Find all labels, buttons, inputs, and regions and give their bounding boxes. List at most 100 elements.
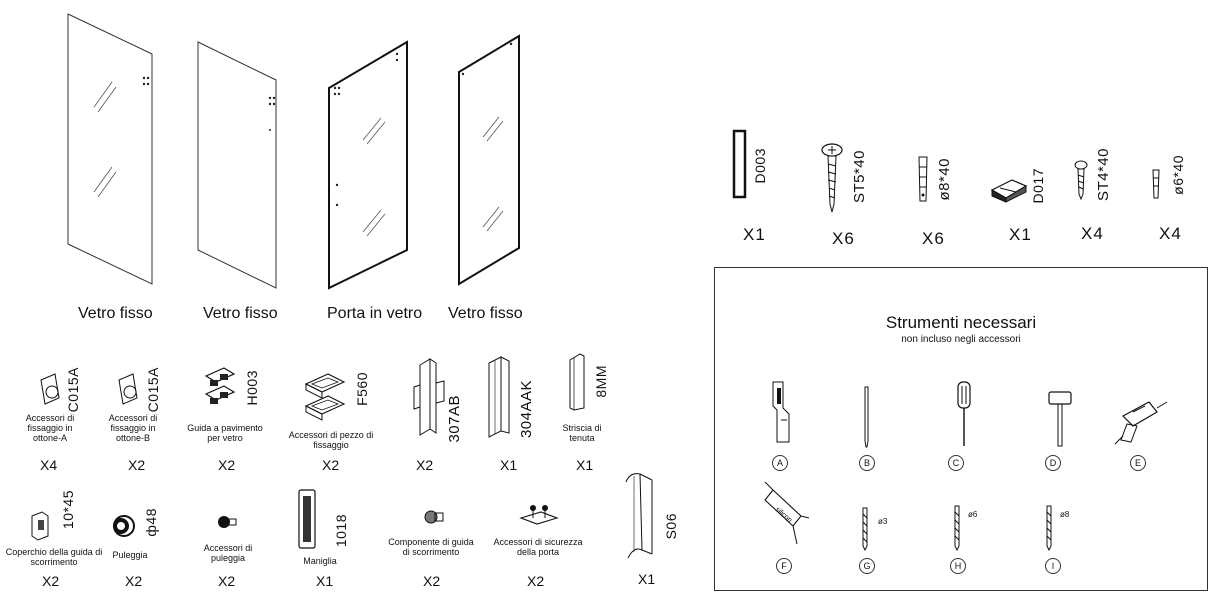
glass-door-panel	[328, 40, 408, 290]
pencil-tool-icon	[864, 386, 869, 448]
screw-st5-icon	[821, 143, 843, 213]
code-c015a-b: C015A	[145, 367, 161, 413]
profile-s06-icon	[625, 473, 653, 559]
rail-cover-icon	[31, 511, 49, 541]
tool-letter-e: E	[1130, 455, 1146, 471]
qty-304aak: X1	[500, 457, 518, 473]
qty-plug-8: X6	[922, 229, 945, 248]
qty-st4: X4	[1081, 224, 1104, 243]
tool-letter-i: I	[1045, 558, 1061, 574]
drill-bit-3-icon	[862, 507, 868, 552]
code-s06: S06	[663, 513, 679, 540]
code-1018: 1018	[333, 514, 349, 548]
qty-pulley: X2	[125, 573, 143, 589]
glass-panel-1	[67, 13, 153, 285]
screw-st4-icon	[1074, 160, 1088, 201]
qty-plug-6: X4	[1159, 224, 1182, 243]
code-h003: H003	[244, 370, 260, 406]
glass-panel-2	[197, 41, 277, 289]
pulley-accessory-icon	[218, 516, 237, 528]
qty-fixing-b: X2	[128, 457, 146, 473]
drill-size-6: ø6	[968, 510, 978, 519]
code-10x45: 10*45	[60, 490, 76, 530]
code-st4: ST4*40	[1095, 148, 1112, 202]
label-seal-strip: Striscia di tenuta	[562, 423, 602, 443]
qty-s06: X1	[638, 571, 656, 587]
label-pulley: Puleggia	[112, 550, 148, 560]
wall-plug-8-icon	[918, 156, 928, 202]
tool-letter-f: F	[776, 558, 792, 574]
qty-rail-cover: X2	[42, 573, 60, 589]
profile-307ab-icon	[413, 358, 445, 436]
wall-plug-6-icon	[1152, 169, 1160, 199]
qty-d003: X1	[743, 225, 766, 244]
code-d017: D017	[1030, 168, 1046, 204]
cutter-tool-icon	[772, 381, 790, 443]
qty-fixing-piece: X2	[322, 457, 340, 473]
rail-component-icon	[424, 510, 444, 524]
silicone-gun-icon: silicon	[764, 481, 810, 545]
panel-label-1: Vetro fisso	[78, 305, 153, 322]
fixing-b-icon	[118, 373, 138, 405]
label-floor-guide: Guida a pavimento per vetro	[187, 423, 263, 443]
label-fixing-piece: Accessori di pezzo di fissaggio	[288, 430, 374, 450]
d003-profile-icon	[732, 129, 747, 199]
drill-bit-6-icon	[954, 505, 960, 552]
hammer-tool-icon	[1048, 391, 1072, 447]
drill-bit-8-icon	[1046, 505, 1052, 552]
fixing-a-icon	[40, 373, 60, 405]
handle-icon	[298, 489, 316, 549]
drill-size-8: ø8	[1060, 510, 1070, 519]
drill-size-3: ø3	[878, 517, 888, 526]
qty-pulley-accessory: X2	[218, 573, 236, 589]
panel-label-4: Vetro fisso	[448, 305, 523, 322]
drill-tool-icon	[1114, 401, 1168, 445]
label-rail-cover: Coperchio della guida di scorrimento	[5, 547, 103, 567]
panel-label-3: Porta in vetro	[327, 305, 423, 322]
door-safety-icon	[519, 505, 559, 525]
qty-rail-component: X2	[423, 573, 441, 589]
label-fixing-b: Accessori di fissaggio in ottone-B	[108, 413, 158, 443]
pulley-icon	[113, 515, 135, 537]
tools-title: Strumenti necessari	[885, 313, 1037, 332]
code-c015a-a: C015A	[65, 367, 81, 413]
tools-box: Strumenti necessari non incluso negli ac…	[714, 267, 1208, 591]
code-f560: F560	[354, 372, 370, 406]
code-plug-8: ø8*40	[936, 158, 953, 201]
fixing-piece-icon	[304, 373, 346, 421]
panel-label-2: Vetro fisso	[203, 305, 278, 322]
code-304aak: 304AAK	[518, 380, 535, 439]
code-plug-6: ø6*40	[1170, 155, 1186, 195]
label-rail-component: Componente di guida di scorrimento	[388, 537, 474, 557]
tools-subtitle: non incluso negli accessori	[901, 334, 1021, 345]
code-d003: D003	[752, 148, 768, 184]
code-8mm: 8MM	[593, 365, 609, 398]
qty-door-safety: X2	[527, 573, 545, 589]
qty-st5: X6	[832, 229, 855, 248]
label-fixing-a: Accessori di fissaggio in ottone-A	[25, 413, 75, 443]
code-pulley: ф48	[143, 508, 159, 537]
glass-panel-4	[458, 34, 520, 286]
label-handle: Maniglia	[303, 556, 337, 566]
qty-seal-strip: X1	[576, 457, 594, 473]
tool-letter-a: A	[772, 455, 788, 471]
tool-letter-g: G	[859, 558, 875, 574]
silicone-text: silicon	[774, 506, 793, 524]
d017-stopper-icon	[990, 179, 1028, 203]
code-st5: ST5*40	[851, 150, 868, 204]
screwdriver-tool-icon	[957, 381, 971, 446]
qty-fixing-a: X4	[40, 457, 58, 473]
code-307ab: 307AB	[446, 395, 463, 443]
tool-letter-h: H	[950, 558, 966, 574]
floor-guide-icon	[204, 367, 236, 404]
tool-letter-b: B	[859, 455, 875, 471]
qty-handle: X1	[316, 573, 334, 589]
qty-307ab: X2	[416, 457, 434, 473]
qty-floor-guide: X2	[218, 457, 236, 473]
qty-d017: X1	[1009, 225, 1032, 244]
seal-strip-icon	[569, 353, 585, 411]
tool-letter-c: C	[948, 455, 964, 471]
tool-letter-d: D	[1045, 455, 1061, 471]
profile-304aak-icon	[488, 356, 510, 438]
label-pulley-accessory: Accessori di puleggia	[203, 543, 253, 563]
